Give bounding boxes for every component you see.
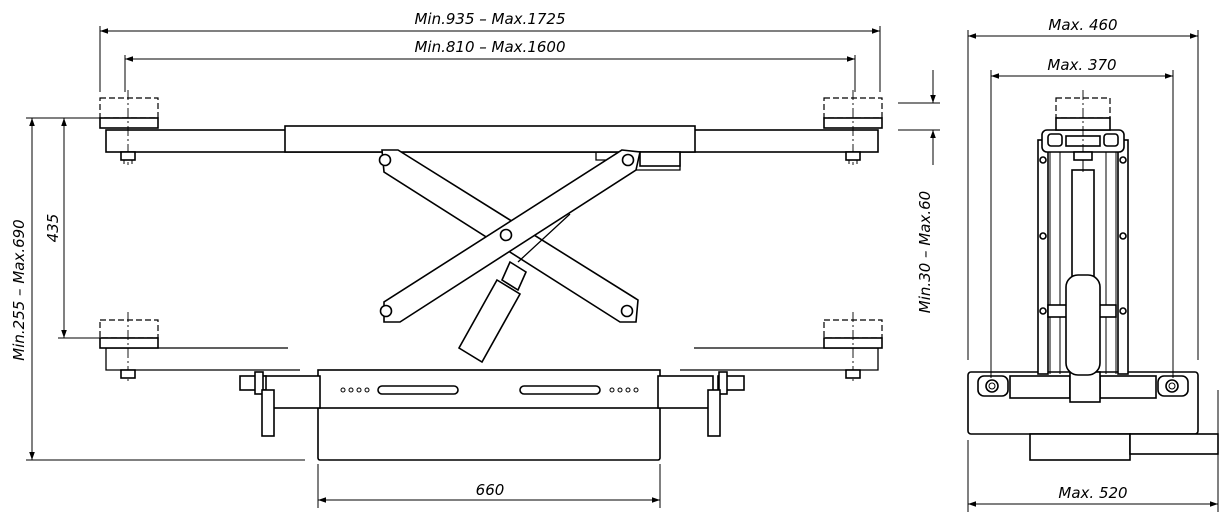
side-max-520-label: Max. 520 — [1058, 484, 1127, 502]
dim-side-460: Max. 460 — [967, 16, 1199, 360]
dim-side-520: Max. 520 — [967, 390, 1219, 512]
dim-inner-width: Min.810 – Max.1600 — [124, 38, 856, 92]
inner-width-label: Min.810 – Max.1600 — [414, 38, 565, 56]
total-height-label: Min.255 – Max.690 — [10, 219, 28, 360]
overall-width-label: Min.935 – Max.1725 — [414, 10, 565, 28]
upper-right-pad — [823, 90, 883, 165]
dim-pad-height: Min.30 – Max.60 — [898, 70, 940, 313]
base-length-label: 660 — [476, 481, 505, 499]
lower-left-pad — [99, 312, 159, 382]
dim-base-length: 660 — [317, 464, 661, 508]
front-view: Min.935 – Max.1725 Min.810 – Max.1600 66… — [10, 10, 883, 508]
pad-height-label: Min.30 – Max.60 — [916, 191, 934, 313]
base-frame — [239, 369, 745, 461]
lower-right-pad — [823, 312, 883, 382]
upper-beam — [105, 125, 879, 171]
dim-pad-travel: 435 — [44, 117, 100, 339]
side-max-460-label: Max. 460 — [1048, 16, 1117, 34]
dim-total-height: Min.255 – Max.690 — [10, 117, 305, 461]
lower-beam — [105, 347, 879, 371]
dim-side-370: Max. 370 — [990, 56, 1174, 378]
scissor-arms — [378, 149, 641, 364]
upper-left-pad — [99, 90, 159, 165]
dim-overall-width: Min.935 – Max.1725 — [99, 10, 881, 92]
side-view: Max. 460 Max. 370 Max. 520 — [967, 16, 1219, 512]
side-max-370-label: Max. 370 — [1047, 56, 1116, 74]
pad-travel-label: 435 — [44, 214, 62, 243]
